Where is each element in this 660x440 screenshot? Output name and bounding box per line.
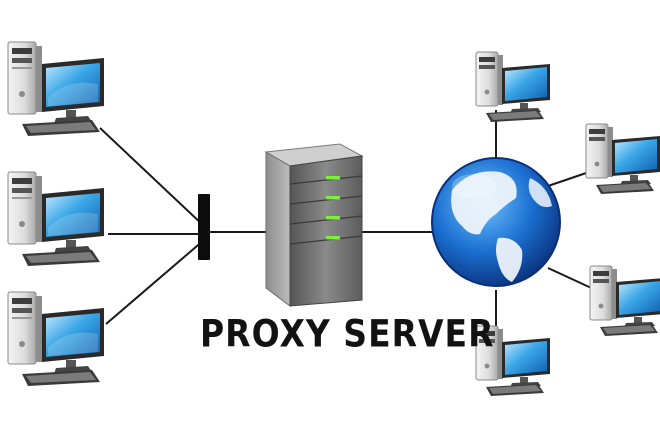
desktop-computer-icon [585,123,660,195]
diagram-caption: PROXY SERVER [200,311,495,356]
desktop-computer-icon [7,291,105,387]
desktop-computer-icon [475,51,551,123]
desktop-computer-icon [7,41,105,137]
link-left-top [99,127,205,227]
proxy-server-icon [264,143,364,307]
globe-icon [431,157,561,287]
network-hub-icon [198,194,210,260]
desktop-computer-icon [7,171,105,267]
desktop-computer-icon [589,265,660,337]
link-left-bottom [105,239,205,325]
